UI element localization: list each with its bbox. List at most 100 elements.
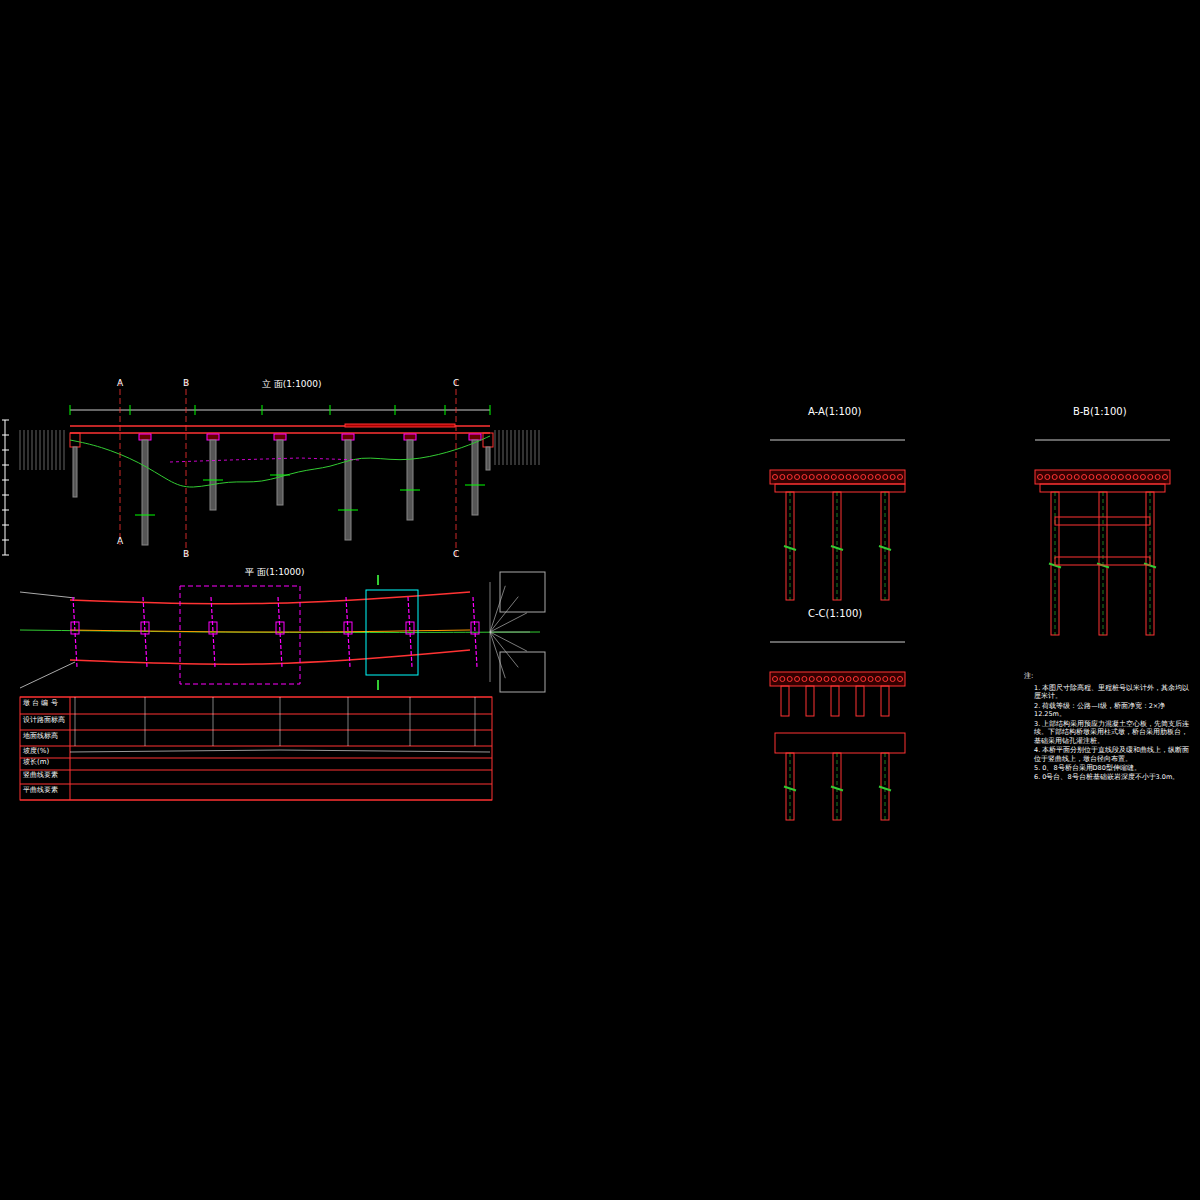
hollow-core — [1126, 475, 1131, 480]
line — [2, 525, 9, 526]
line — [28, 430, 29, 470]
outline — [833, 492, 841, 600]
hollow-core — [773, 677, 778, 682]
hollow-core — [802, 475, 807, 480]
line — [64, 430, 65, 470]
outline — [20, 697, 492, 800]
line — [348, 697, 349, 746]
line — [346, 597, 350, 667]
line — [52, 430, 53, 470]
outline — [472, 440, 478, 515]
view-label: B — [183, 549, 189, 560]
line — [1103, 492, 1104, 635]
view-label: A — [117, 536, 123, 547]
hollow-core — [868, 475, 873, 480]
line — [507, 430, 508, 465]
note-text: 6. 0号台、8号台桩基础嵌岩深度不小于3.0m。 — [1034, 773, 1194, 781]
line — [195, 405, 196, 415]
hollow-core — [1096, 475, 1101, 480]
table-cell: 竖曲线要素 — [23, 771, 58, 779]
hollow-core — [890, 475, 895, 480]
line — [145, 697, 146, 746]
view-label: 立 面(1:1000) — [262, 379, 322, 390]
outline — [786, 753, 794, 820]
line — [60, 430, 61, 470]
hollow-core — [1155, 475, 1160, 480]
line — [2, 465, 9, 466]
line — [1035, 440, 1170, 441]
line — [2, 450, 9, 451]
line — [475, 697, 476, 746]
outline — [881, 753, 889, 820]
hollow-core — [861, 475, 866, 480]
line — [400, 490, 420, 491]
line — [211, 597, 215, 667]
hollow-core — [831, 677, 836, 682]
hollow-core — [1104, 475, 1109, 480]
outline — [856, 686, 864, 716]
view-label: C — [453, 549, 459, 560]
line — [539, 430, 540, 465]
line — [784, 546, 796, 550]
line — [490, 632, 505, 678]
outline — [1040, 484, 1165, 492]
line — [20, 800, 492, 801]
line — [2, 510, 9, 511]
outline — [210, 440, 216, 510]
outline — [207, 434, 219, 440]
hollow-core — [1060, 475, 1065, 480]
line — [48, 430, 49, 470]
hollow-core — [1038, 475, 1043, 480]
hollow-core — [831, 475, 836, 480]
line — [490, 632, 530, 633]
hollow-core — [787, 475, 792, 480]
line — [885, 753, 886, 820]
line — [831, 546, 843, 550]
line — [20, 770, 492, 771]
view-label: A-A(1:100) — [808, 406, 861, 418]
note-text: 4. 本桥平面分别位于直线段及缓和曲线上，纵断面位于竖曲线上，墩台径向布置。 — [1034, 746, 1194, 763]
line — [170, 458, 360, 462]
line — [511, 430, 512, 465]
line — [70, 436, 490, 487]
hollow-core — [1163, 475, 1168, 480]
line — [465, 485, 485, 486]
line — [20, 730, 492, 731]
line — [32, 430, 33, 470]
line — [20, 430, 21, 470]
line — [203, 480, 223, 481]
line — [186, 380, 187, 560]
line — [490, 582, 491, 632]
line — [262, 405, 263, 415]
outline — [1035, 470, 1170, 484]
outline — [786, 492, 794, 600]
line — [73, 597, 77, 667]
outline — [141, 622, 149, 634]
table-cell: 坡长(m) — [23, 758, 49, 766]
hollow-core — [898, 475, 903, 480]
outline — [881, 686, 889, 716]
line — [770, 642, 905, 643]
line — [456, 380, 457, 560]
line — [490, 405, 491, 415]
outline — [471, 622, 479, 634]
hollow-core — [1052, 475, 1057, 480]
table-cell: 平曲线要素 — [23, 786, 58, 794]
line — [523, 430, 524, 465]
table-cell: 坡度(%) — [23, 747, 49, 755]
line — [278, 597, 282, 667]
line — [410, 697, 411, 746]
line — [70, 750, 490, 752]
view-label: B-B(1:100) — [1073, 406, 1127, 418]
cross-sections — [770, 440, 1170, 820]
view-label: C — [453, 378, 459, 389]
hollow-core — [1133, 475, 1138, 480]
hollow-core — [853, 677, 858, 682]
outline — [71, 622, 79, 634]
table-cell: 设计路面标高 — [23, 716, 65, 724]
hollow-core — [1067, 475, 1072, 480]
line — [490, 632, 518, 667]
hollow-core — [809, 677, 814, 682]
hollow-core — [875, 475, 880, 480]
